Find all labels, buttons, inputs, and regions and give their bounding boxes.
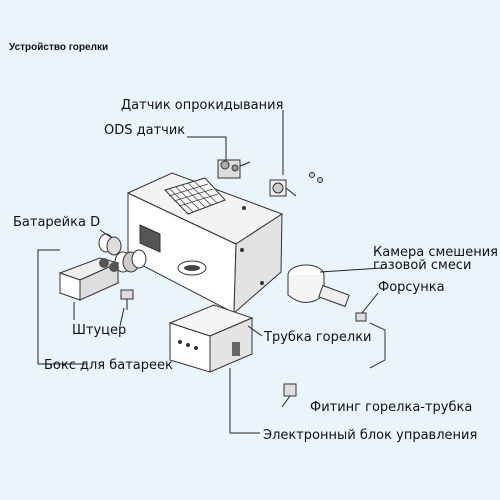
label-burner-tube: Трубка горелки <box>263 330 372 345</box>
label-burner-tube-fitting: Фитинг горелка-трубка <box>310 400 472 415</box>
label-mixing-chamber-line1: Камера смешения <box>373 245 498 260</box>
label-control-unit: Электронный блок управления <box>263 428 477 443</box>
burner-housing <box>126 172 284 315</box>
page-title: Устройство горелки <box>9 42 109 53</box>
label-battery-box: Бокс для батареек <box>44 358 173 373</box>
nozzle-part <box>355 312 367 322</box>
fitting-part <box>120 289 134 310</box>
leader-lines <box>37 110 383 434</box>
ods-sensor-part <box>217 159 251 179</box>
tilt-sensor-part <box>269 179 297 197</box>
mixing-chamber-part <box>287 264 350 308</box>
label-tilt-sensor: Датчик опрокидывания <box>121 98 283 113</box>
burner-tube-part <box>369 322 386 369</box>
control-unit-part <box>168 304 254 373</box>
label-nozzle: Форсунка <box>378 280 445 295</box>
burner-tube-fitting-part <box>283 383 297 397</box>
battery-d-part <box>98 233 147 273</box>
label-battery-d: Батарейка D <box>13 215 100 230</box>
battery-box-part <box>58 257 120 301</box>
label-mixing-chamber-line2: газовой смеси <box>373 258 471 273</box>
label-fitting: Штуцер <box>72 323 126 338</box>
label-ods-sensor: ODS датчик <box>104 123 185 138</box>
